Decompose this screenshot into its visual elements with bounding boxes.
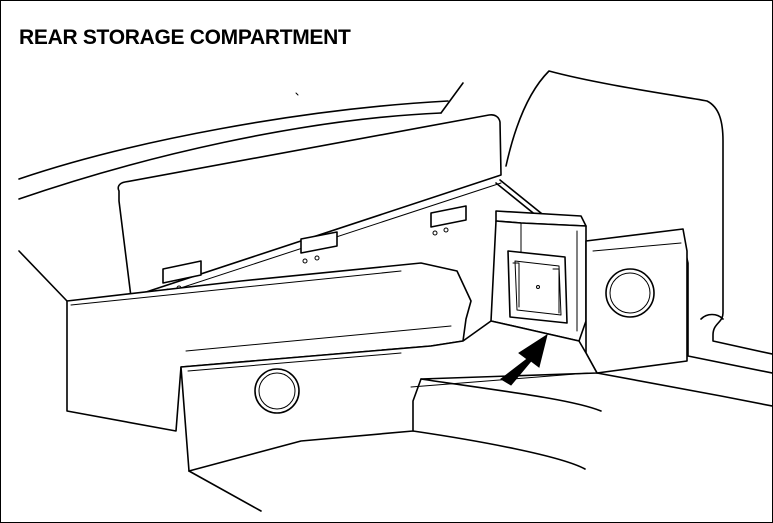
left-speaker-housing [254,368,300,414]
lid-hinge [430,205,467,236]
rear-body-lines [18,82,464,302]
left-speaker-grille [254,368,300,414]
right-speaker-grille [605,268,655,318]
storage-box-body [66,262,598,472]
storage-lid [117,114,502,300]
trunk-floor-lines [188,372,772,512]
right-speaker-housing [585,228,688,374]
figure-title: REAR STORAGE COMPARTMENT [19,26,351,49]
compartment-interior [490,210,587,342]
lid-hinge [300,231,338,264]
indicator-arrow [500,333,548,386]
